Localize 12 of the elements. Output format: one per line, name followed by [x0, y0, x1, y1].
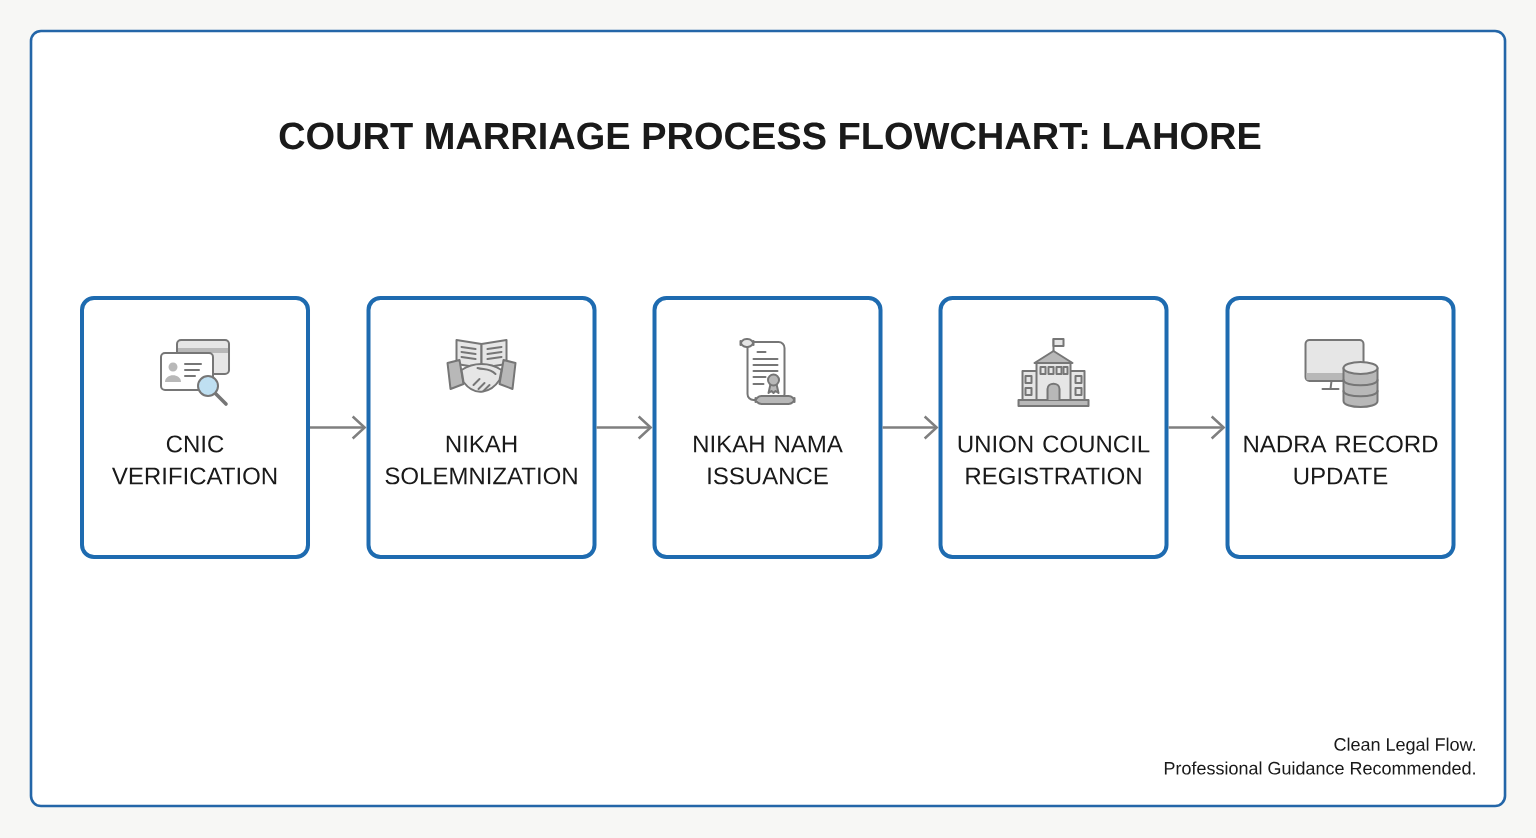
- process-box: NADRA RECORD UPDATE: [1225, 296, 1456, 559]
- process-box: NIKAH SOLEMNIZATION: [366, 296, 597, 559]
- title: COURT MARRIAGE PROCESS FLOWCHART: LAHORE: [279, 122, 1261, 150]
- process-box: UNION COUNCIL REGISTRATION: [938, 296, 1169, 559]
- process-box: CNIC VERIFICATION: [80, 296, 310, 559]
- arrow: [310, 415, 367, 440]
- arrow: [596, 415, 653, 440]
- note-text: Professional Guidance Recommended.: [1164, 761, 1475, 775]
- process-box: NIKAH NAMA ISSUANCE: [652, 296, 883, 559]
- arrow: [1168, 415, 1226, 440]
- arrow: [882, 415, 939, 440]
- note-text: Clean Legal Flow.: [1334, 737, 1475, 755]
